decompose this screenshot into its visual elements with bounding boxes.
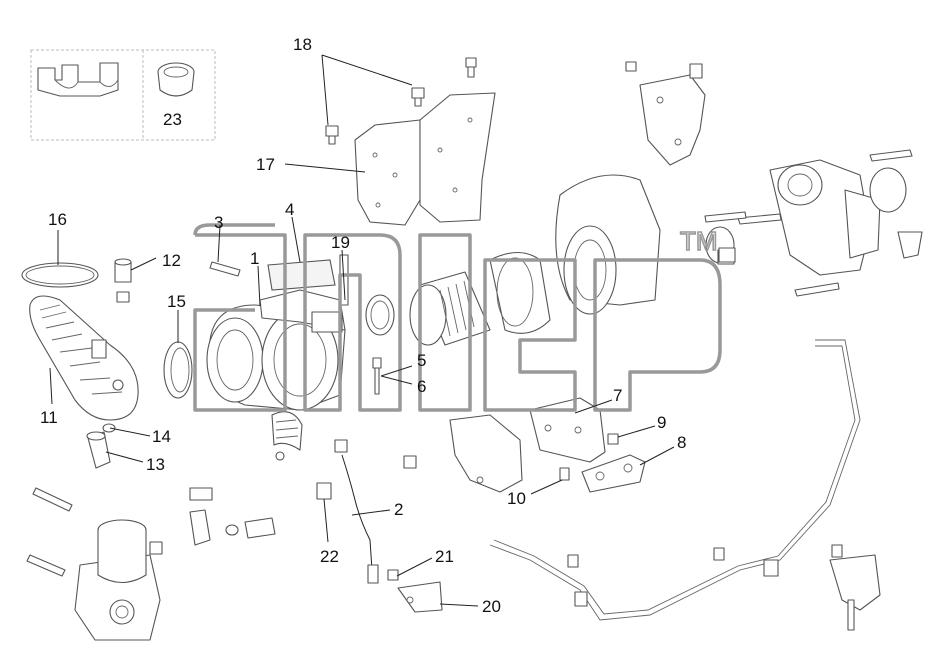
callout-9: 9 [657, 413, 666, 432]
callout-10: 10 [507, 489, 526, 508]
nut-14 [102, 423, 116, 433]
pump-assembly [74, 519, 163, 641]
callout-14: 14 [152, 427, 171, 446]
bottom-right-bracket [829, 544, 881, 631]
air-hose [29, 295, 139, 421]
callout-11: 11 [40, 408, 58, 427]
bracket-7 [529, 397, 606, 463]
callout-3: 3 [214, 213, 223, 232]
callout-16: 16 [48, 210, 67, 229]
oil-pipe [489, 339, 861, 621]
heat-shield [354, 92, 496, 226]
exhaust-housing [489, 174, 661, 334]
elbow-13 [86, 431, 111, 469]
center-bracket [403, 414, 523, 493]
callout-23: 23 [163, 110, 182, 129]
watermark-logo: TM [193, 223, 722, 412]
gasket [267, 259, 336, 291]
callout-15: 15 [167, 292, 186, 311]
fitting-12 [114, 258, 132, 303]
hose-clamp [21, 262, 99, 288]
sensor-2 [334, 439, 379, 584]
callout-2: 2 [394, 500, 403, 519]
watermark-trademark: TM [680, 226, 718, 256]
valve-assembly [769, 159, 923, 276]
bracket-20 [397, 581, 443, 613]
turbocharger [206, 289, 346, 411]
callout-22: 22 [320, 547, 339, 566]
callout-6: 6 [417, 377, 426, 396]
upper-bracket [639, 63, 706, 166]
leader-lines [49, 54, 675, 607]
callout-1: 1 [250, 249, 259, 268]
callout-12: 12 [162, 251, 181, 270]
callout-19: 19 [331, 233, 350, 252]
bolt-5-6 [372, 357, 382, 395]
callout-17: 17 [256, 155, 275, 174]
callout-5: 5 [417, 351, 426, 370]
bracket-8 [581, 454, 646, 493]
bolt-18 [325, 57, 637, 145]
bottom-left-bolts [26, 487, 276, 577]
seal-ring [271, 411, 303, 461]
callout-labels: 18 23 17 3 4 19 1 12 16 15 11 14 13 5 6 … [40, 35, 686, 616]
bolt-set [704, 149, 913, 297]
callout-4: 4 [285, 200, 294, 219]
inset-box [30, 49, 216, 141]
bolt-10 [559, 467, 570, 481]
callout-20: 20 [482, 597, 501, 616]
bolt-21 [387, 569, 399, 581]
clamp-ring [163, 341, 193, 399]
callout-13: 13 [146, 455, 165, 474]
callout-21: 21 [435, 547, 454, 566]
stud [209, 261, 241, 277]
callout-18: 18 [293, 35, 312, 54]
connector-22 [316, 482, 332, 500]
callout-7: 7 [613, 386, 622, 405]
bolt-9 [607, 433, 619, 445]
callout-8: 8 [677, 433, 686, 452]
